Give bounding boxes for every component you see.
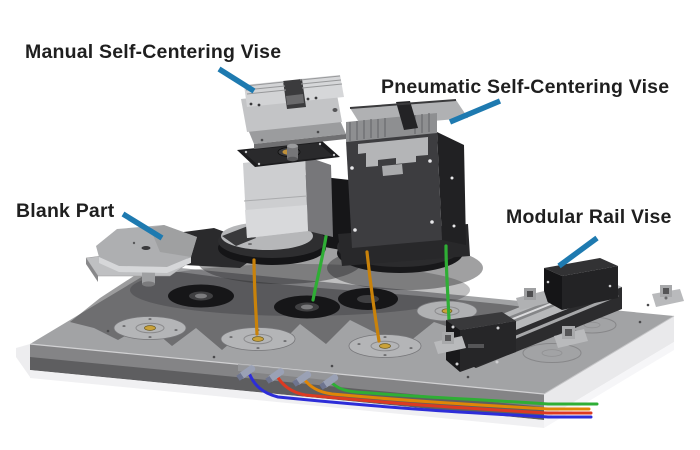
pneumatic-vise-jaws xyxy=(346,99,468,142)
pneumatic-vise-right-face xyxy=(437,132,466,245)
air-tube-amber-center xyxy=(252,258,259,336)
label-blank-part: Blank Part xyxy=(16,200,115,222)
manual-self-centering-vise xyxy=(241,75,346,162)
rail-clamp-bracket-3 xyxy=(554,326,588,348)
air-tube-green-pneumatic xyxy=(444,244,451,322)
plate-screw-dots xyxy=(106,303,650,379)
callout-arrow-blank-part xyxy=(121,211,164,241)
rail-clamp-bracket-4 xyxy=(434,332,466,354)
rail-carriage-block xyxy=(446,312,516,372)
baseplate-right-face xyxy=(544,316,674,420)
chuck-pad-1 xyxy=(168,284,234,308)
callout-arrows xyxy=(121,66,599,269)
manual-vise-stud xyxy=(287,146,298,159)
air-line-orange xyxy=(302,377,591,411)
rail-motor-block xyxy=(544,258,618,310)
blank-part xyxy=(96,225,197,273)
rail-clamp-bracket-2 xyxy=(652,285,684,307)
mounting-flange-1 xyxy=(113,316,187,340)
pneumatic-fittings xyxy=(236,365,339,390)
baseplate-left-cap xyxy=(16,344,30,377)
air-tube-green-center xyxy=(311,228,329,302)
pneumatic-vise-front-panel xyxy=(358,137,428,167)
chuck-pad-2 xyxy=(274,295,340,319)
fitting-manifold-strip xyxy=(238,364,336,381)
air-tube-amber-pneumatic xyxy=(365,250,381,343)
air-line-green xyxy=(329,380,599,406)
mounting-flange-3 xyxy=(348,334,422,358)
pneumatic-vise-screws xyxy=(350,159,456,232)
manual-vise-left-jaw xyxy=(244,81,286,107)
manual-vise-right-jaw xyxy=(299,75,344,101)
air-line-blue xyxy=(247,371,593,419)
air-lines xyxy=(247,371,599,419)
callout-arrow-manual-vise xyxy=(217,66,256,94)
blank-part-hole xyxy=(141,246,151,250)
label-modular-rail-vise: Modular Rail Vise xyxy=(506,206,672,228)
right-edge-line xyxy=(543,315,675,395)
air-line-red xyxy=(275,374,593,415)
chuck-pad-3 xyxy=(338,288,398,310)
modular-rail-vise xyxy=(434,258,684,372)
baseplate-skirt-right xyxy=(544,342,674,428)
pneumatic-self-centering-vise xyxy=(337,99,470,273)
manual-vise-baseplate xyxy=(247,118,346,144)
pneumatic-jaw-gap xyxy=(396,101,418,130)
callout-arrow-modular-rail-vise xyxy=(557,235,599,269)
rail-clamp-bracket-1 xyxy=(516,288,548,310)
mounting-flange-2 xyxy=(220,327,296,351)
label-pneumatic-self-centering-vise: Pneumatic Self-Centering Vise xyxy=(381,76,670,98)
label-manual-self-centering-vise: Manual Self-Centering Vise xyxy=(25,41,282,63)
callout-arrow-pneumatic-vise xyxy=(448,98,502,125)
